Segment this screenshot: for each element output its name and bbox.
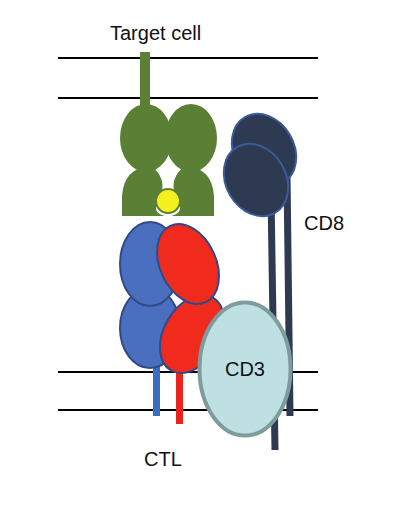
tcr-beta-domain: [145, 214, 231, 314]
tcr-alpha-tail: [153, 362, 160, 416]
cd8-domain: [211, 132, 301, 228]
mhc-domain: [165, 104, 217, 172]
peptide: [156, 189, 180, 213]
target-membrane: [58, 97, 318, 99]
cd3-ellipse: CD3: [197, 300, 293, 438]
target-membrane: [58, 57, 318, 59]
node-label: CD3: [197, 358, 293, 381]
part-label: CD8: [304, 212, 344, 235]
part-label: Target cell: [110, 22, 201, 45]
mhc-domain: [120, 104, 172, 172]
part-label: CTL: [144, 448, 182, 471]
